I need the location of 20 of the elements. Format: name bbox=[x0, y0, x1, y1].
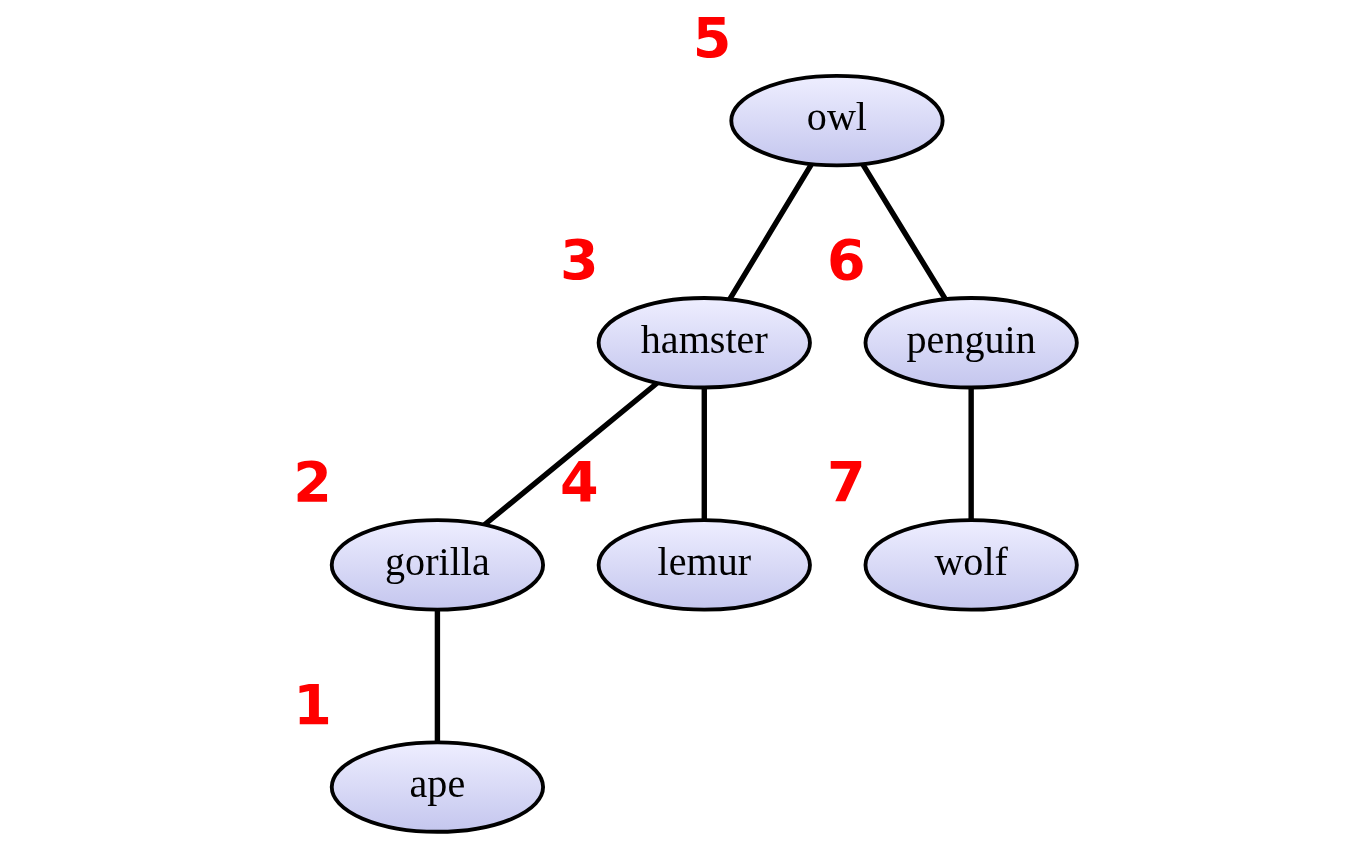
node-label: 1 bbox=[292, 671, 332, 737]
node-ellipse: penguin bbox=[863, 296, 1079, 390]
node-ellipse: gorilla bbox=[329, 518, 545, 612]
connector bbox=[434, 609, 440, 742]
connector bbox=[967, 387, 974, 520]
node-label: 3 bbox=[559, 227, 599, 293]
node-ellipse: hamster bbox=[596, 296, 812, 390]
node-ellipse: lemur bbox=[596, 518, 812, 612]
connector bbox=[482, 380, 659, 527]
connector bbox=[860, 163, 948, 301]
node-label: 6 bbox=[826, 227, 866, 293]
connector bbox=[726, 163, 814, 301]
node-ellipse: ape bbox=[329, 740, 545, 834]
node-label: 5 bbox=[692, 5, 731, 71]
node-ellipse: owl bbox=[728, 73, 945, 168]
node-label: 4 bbox=[559, 449, 599, 515]
node-label: 7 bbox=[826, 449, 866, 515]
node-ellipse: wolf bbox=[863, 518, 1079, 612]
node-label: 2 bbox=[292, 449, 332, 515]
connector bbox=[701, 387, 707, 520]
